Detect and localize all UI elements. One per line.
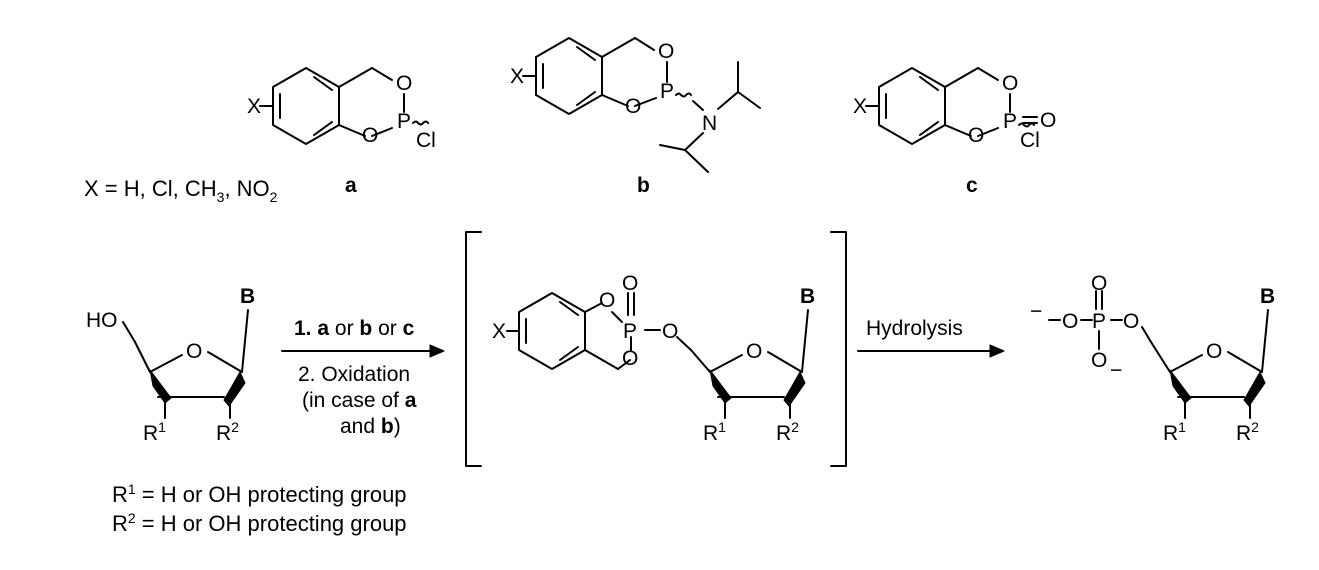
intermediate-o-ester: O (662, 320, 678, 343)
product-structure: − O P O O − O O B R1 R2 (1030, 272, 1275, 445)
reagent-a-structure: X O O P Cl (247, 67, 436, 152)
intermediate-x: X (492, 320, 506, 343)
intermediate-structure: X O O P O O O B R1 R2 (492, 272, 815, 445)
reagent-c-o-double: O (1040, 109, 1056, 132)
product-ring-o: O (1206, 340, 1222, 363)
reagent-b-x: X (510, 65, 524, 88)
starting-nucleoside: HO O B R1 R2 (86, 285, 255, 445)
start-base: B (240, 285, 255, 308)
reagent-a-x: X (247, 95, 261, 118)
intermediate-o-up: O (599, 289, 615, 312)
arrow1-step2: 2. Oxidation (298, 363, 410, 386)
start-ring-o: O (186, 340, 202, 363)
reagent-a-p: P (397, 110, 411, 133)
intermediate-bracket (465, 231, 847, 467)
reagent-b-o-top: O (658, 40, 674, 63)
arrow-step-1: 1. a or b or c 2. Oxidation (in case of … (281, 317, 445, 438)
reagent-b-structure: X O O P N (510, 37, 761, 173)
intermediate-base: B (800, 285, 815, 308)
reagent-c-structure: X O O P O Cl (853, 67, 1056, 152)
intermediate-r2: R2 (776, 419, 799, 445)
product-o-left: O (1062, 310, 1078, 333)
product-o-top: O (1091, 272, 1107, 295)
arrow1-line4: and b) (340, 415, 401, 438)
label-c: c (966, 174, 978, 197)
product-minus-bottom: − (1110, 359, 1122, 382)
x-definition: X = H, Cl, CH3, NO2 (84, 176, 278, 205)
legend-r1: R1 = H or OH protecting group (112, 481, 407, 507)
arrow2-label: Hydrolysis (866, 317, 963, 340)
intermediate-ring-o: O (746, 340, 762, 363)
reagent-a-o-bottom: O (362, 124, 378, 147)
label-a: a (345, 174, 357, 197)
intermediate-o-double: O (622, 272, 638, 295)
reagent-a-cl: Cl (416, 129, 436, 152)
intermediate-p: P (623, 320, 637, 343)
reagent-c-cl: Cl (1020, 129, 1040, 152)
legend-r2: R2 = H or OH protecting group (112, 510, 407, 536)
label-b: b (637, 174, 650, 197)
reagent-c-o-top: O (1002, 72, 1018, 95)
product-r1: R1 (1163, 419, 1186, 445)
arrow1-step1: 1. a or b or c (294, 317, 415, 340)
reagent-b-n: N (702, 112, 717, 135)
reagent-c-p: P (1003, 110, 1017, 133)
product-o-bottom: O (1091, 349, 1107, 372)
reagent-b-p: P (660, 80, 674, 103)
product-p: P (1092, 310, 1106, 333)
start-ho: HO (86, 309, 118, 332)
product-o-ester: O (1123, 310, 1139, 333)
reagent-a-o-top: O (396, 72, 412, 95)
arrow-step-2: Hydrolysis (857, 317, 1005, 358)
arrow1-line3: (in case of a (302, 389, 417, 412)
intermediate-r1: R1 (703, 419, 726, 445)
reagent-c-o-bottom: O (968, 124, 984, 147)
start-r1: R1 (143, 419, 166, 445)
start-r2: R2 (216, 419, 239, 445)
reagent-b-o-bottom: O (625, 95, 641, 118)
product-minus-left: − (1030, 300, 1042, 323)
product-base: B (1260, 285, 1275, 308)
reagent-c-x: X (853, 95, 867, 118)
intermediate-o-low: O (622, 347, 638, 370)
product-r2: R2 (1236, 419, 1259, 445)
